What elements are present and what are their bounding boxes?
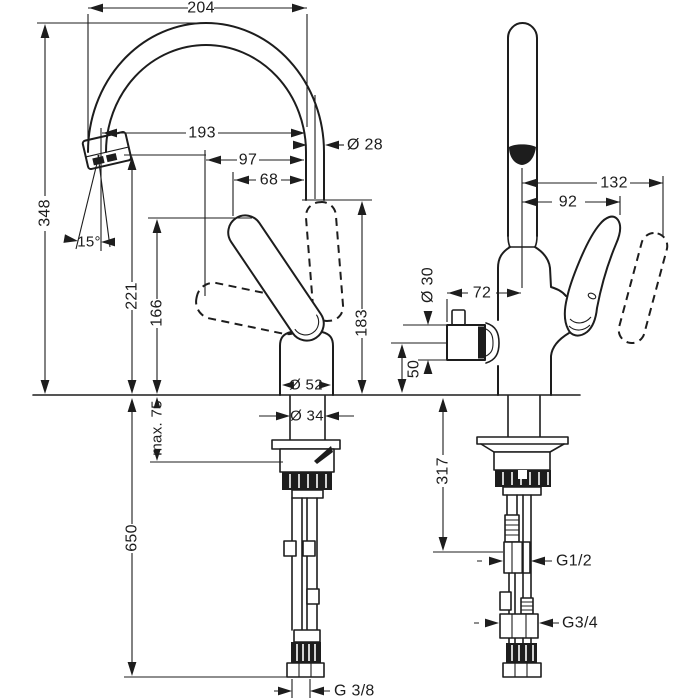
dim-o34-label: Ø 34 xyxy=(290,408,324,425)
dim-g34-label: G3/4 xyxy=(562,615,598,632)
dim-valve-diameter: Ø 30 xyxy=(403,267,446,374)
dim-193-label: 193 xyxy=(188,125,216,142)
aerator-side xyxy=(509,144,536,165)
dim-spout-angle: 15° xyxy=(63,128,115,251)
dim-handle-raised-reach: 132 xyxy=(522,175,664,236)
side-view: 132 92 Ø 30 72 50 xyxy=(391,22,669,678)
handle-screw-hole xyxy=(587,292,597,300)
handle-dashed-raised xyxy=(304,201,345,322)
dim-72-label: 72 xyxy=(473,285,491,302)
dim-outlet-height: 221 xyxy=(124,154,206,394)
dim-o28-label: Ø 28 xyxy=(347,137,383,154)
handle-dashed-side xyxy=(617,231,669,345)
dim-spout-reach-overall: 204 xyxy=(87,0,308,146)
dim-shank-diameter: Ø 34 xyxy=(259,408,354,425)
g12-connector xyxy=(503,541,531,574)
dim-650-label: 650 xyxy=(124,524,141,552)
mounting-hardware-side xyxy=(476,395,569,496)
handle-lever-side xyxy=(563,215,622,337)
dim-valve-reach: 72 xyxy=(446,285,521,322)
supply-hoses-side xyxy=(499,494,542,678)
dim-348-label: 348 xyxy=(37,199,54,227)
dim-total-height: 348 xyxy=(37,22,210,394)
dim-max75-label: max. 75 xyxy=(149,400,166,455)
faucet-body-front xyxy=(279,331,334,396)
hose-clip xyxy=(283,540,297,557)
faucet-body-side xyxy=(497,246,570,396)
dim-317-label: 317 xyxy=(435,457,452,485)
dim-132-label: 132 xyxy=(600,175,628,192)
handle-lever-dashed-positions xyxy=(195,201,345,336)
dim-g12-thread: G1/2 xyxy=(477,553,592,570)
dim-base-diameter: Ø 52 xyxy=(282,377,331,394)
handle-lever-front xyxy=(227,214,325,342)
dim-166-label: 166 xyxy=(149,299,166,327)
dim-92-label: 92 xyxy=(559,194,577,211)
hose-clip xyxy=(499,591,512,611)
dim-hose-length: 650 xyxy=(124,398,303,678)
dim-97-label: 97 xyxy=(239,152,257,169)
spout-arc xyxy=(87,22,325,201)
dim-o30-label: Ø 30 xyxy=(420,267,437,303)
dim-221-label: 221 xyxy=(124,282,141,310)
dim-handle-reach: 92 xyxy=(522,194,621,215)
dim-max-mounting-thickness: max. 75 xyxy=(149,397,283,463)
hose-clip xyxy=(306,588,320,605)
handle-dashed-horizontal xyxy=(195,281,306,336)
dim-g34-thread: G3/4 xyxy=(474,615,598,632)
dim-183-label: 183 xyxy=(354,309,371,337)
dim-g12-label: G1/2 xyxy=(556,553,592,570)
front-view: 15° xyxy=(32,0,581,700)
dim-204-label: 204 xyxy=(187,0,215,17)
dim-supply-thread: G 3/8 xyxy=(274,679,375,700)
spout-pipe-side xyxy=(507,22,538,288)
hose-clip xyxy=(302,540,316,557)
angle-label: 15° xyxy=(77,234,101,251)
shutoff-valve xyxy=(446,309,500,364)
dim-g38-label: G 3/8 xyxy=(334,683,375,700)
dim-68-label: 68 xyxy=(260,172,278,189)
dim-spout-reach: 193 xyxy=(102,125,305,142)
clamp-wedge xyxy=(314,446,333,464)
dim-handle-height: 166 xyxy=(148,217,252,394)
dim-o52-label: Ø 52 xyxy=(289,377,323,394)
mounting-hardware-front xyxy=(271,395,341,499)
dim-97: 97 xyxy=(204,150,304,296)
supply-hoses-front xyxy=(283,497,325,678)
dim-68: 68 xyxy=(232,172,304,216)
dim-valve-height: 50 xyxy=(391,342,446,393)
g34-connector xyxy=(499,613,539,639)
dim-spout-diameter: Ø 28 xyxy=(293,137,383,154)
dim-50-label: 50 xyxy=(406,360,423,378)
dim-handle-raised-height: 183 xyxy=(302,199,372,394)
dim-connector-drop: 317 xyxy=(433,398,503,553)
